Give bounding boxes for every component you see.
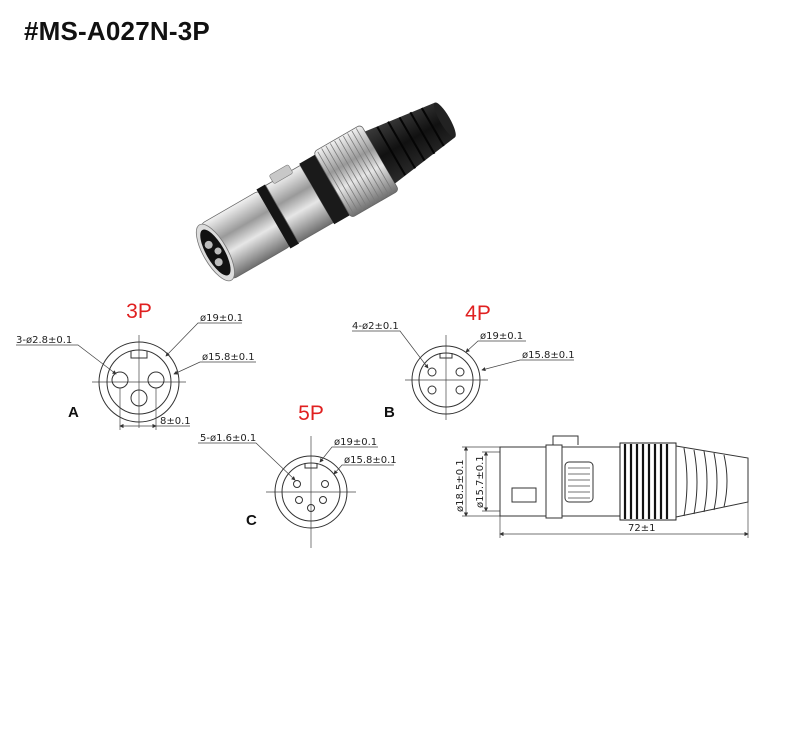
- view-b-4p: 4P 4-ø2±0.1 ø19±0.1 ø15.8±0.1 B: [352, 302, 575, 421]
- dim-inner-4p: ø15.8±0.1: [522, 350, 575, 361]
- pin-count-label-3p: 3P: [126, 300, 152, 323]
- dim-height-outer: ø18.5±0.1: [455, 459, 466, 512]
- connector-photo: [195, 102, 456, 282]
- dim-holes-4p: 4-ø2±0.1: [352, 321, 399, 332]
- product-title: #MS-A027N-3P: [24, 16, 210, 46]
- dim-spacing-3p: 8±0.1: [160, 416, 191, 427]
- dim-outer-4p: ø19±0.1: [480, 331, 523, 342]
- view-letter-b: B: [384, 404, 395, 421]
- dim-height-inner: ø15.7±0.1: [475, 455, 486, 508]
- dim-inner-5p: ø15.8±0.1: [344, 455, 397, 466]
- view-a-3p: 3P 3-ø2.8±0.1 ø19±0.1 ø15.8±0.1 8±0.1 A: [16, 300, 256, 430]
- side-view: 72±1 ø18.5±0.1 ø15.7±0.1: [455, 435, 749, 538]
- dim-length: 72±1: [628, 523, 655, 534]
- dim-holes-5p: 5-ø1.6±0.1: [200, 433, 256, 444]
- dim-holes-3p: 3-ø2.8±0.1: [16, 335, 72, 346]
- view-letter-a: A: [68, 404, 79, 421]
- dim-outer-5p: ø19±0.1: [334, 437, 377, 448]
- dim-inner-3p: ø15.8±0.1: [202, 352, 255, 363]
- dim-outer-3p: ø19±0.1: [200, 313, 243, 324]
- view-c-5p: 5P 5-ø1.6±0.1 ø19±0.1 ø15.8±0.1 C: [198, 402, 397, 548]
- view-letter-c: C: [246, 512, 257, 529]
- pin-count-label-4p: 4P: [465, 302, 491, 325]
- pin-count-label-5p: 5P: [298, 402, 324, 425]
